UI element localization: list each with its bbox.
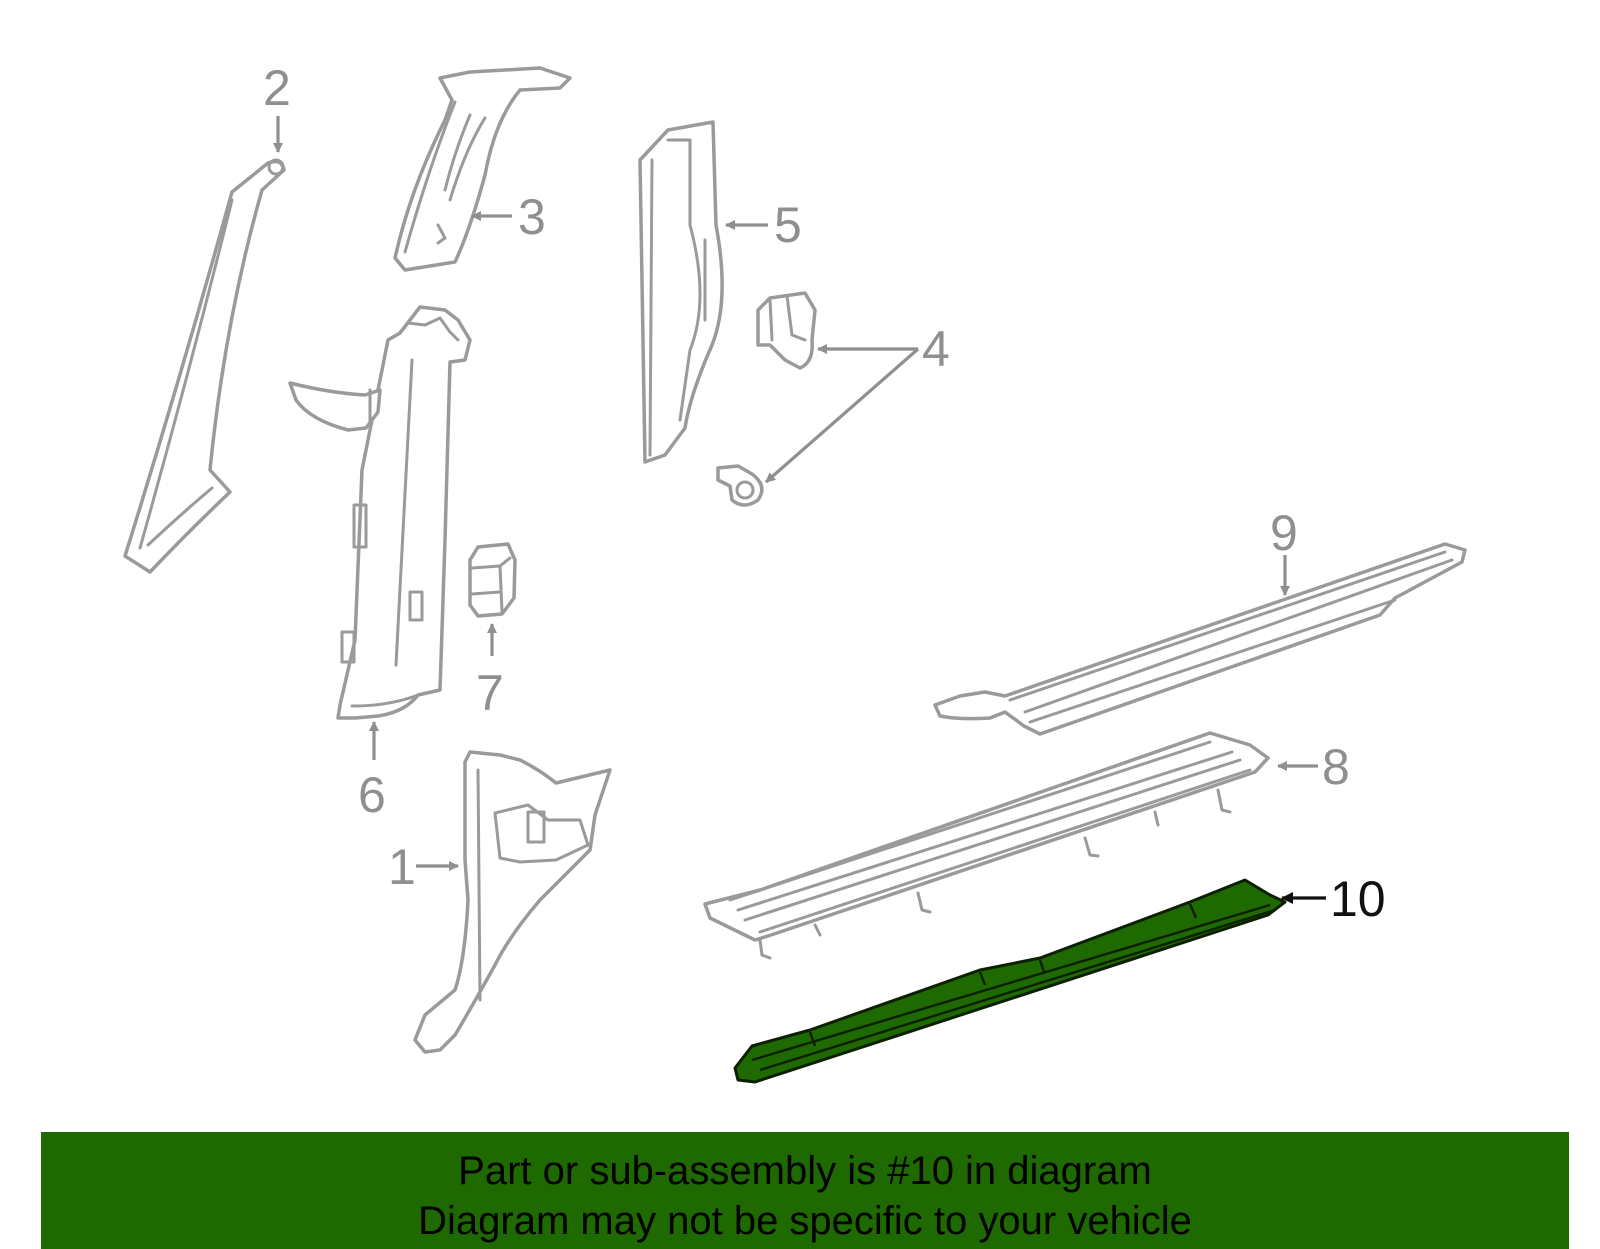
part-1-lower-trim — [413, 750, 612, 1054]
callout-7: 7 — [476, 665, 504, 721]
part-3-upper-trim — [393, 66, 572, 272]
callout-2: 2 — [263, 60, 291, 116]
part-4-clip — [756, 291, 817, 370]
callout-6: 6 — [358, 767, 386, 823]
callout-8: 8 — [1322, 739, 1350, 795]
part-8-sill-plate — [703, 731, 1270, 960]
callout-1: 1 — [388, 839, 416, 895]
part-4-push-pin — [716, 464, 764, 507]
callout-3: 3 — [518, 189, 546, 245]
part-6-center-pillar — [288, 305, 472, 720]
part-2-pillar-trim — [123, 158, 286, 574]
callout-4: 4 — [922, 321, 950, 377]
banner-line-disclaimer: Diagram may not be specific to your vehi… — [418, 1199, 1192, 1243]
callout-9: 9 — [1270, 505, 1298, 561]
callout-10: 10 — [1330, 871, 1386, 927]
leader-lines — [273, 116, 1326, 904]
callout-5: 5 — [774, 197, 802, 253]
part-10-highlighted — [733, 878, 1287, 1084]
part-9-sill-plate — [933, 542, 1467, 736]
info-banner: Part or sub-assembly is #10 in diagram D… — [41, 1132, 1569, 1249]
parts-diagram: 2 3 5 4 7 6 1 9 8 10 — [123, 60, 1467, 1084]
banner-line-part: Part or sub-assembly is #10 in diagram — [458, 1149, 1152, 1193]
part-5-side-panel — [638, 120, 724, 464]
part-7-clip — [468, 542, 517, 618]
leader-4b — [764, 347, 920, 484]
